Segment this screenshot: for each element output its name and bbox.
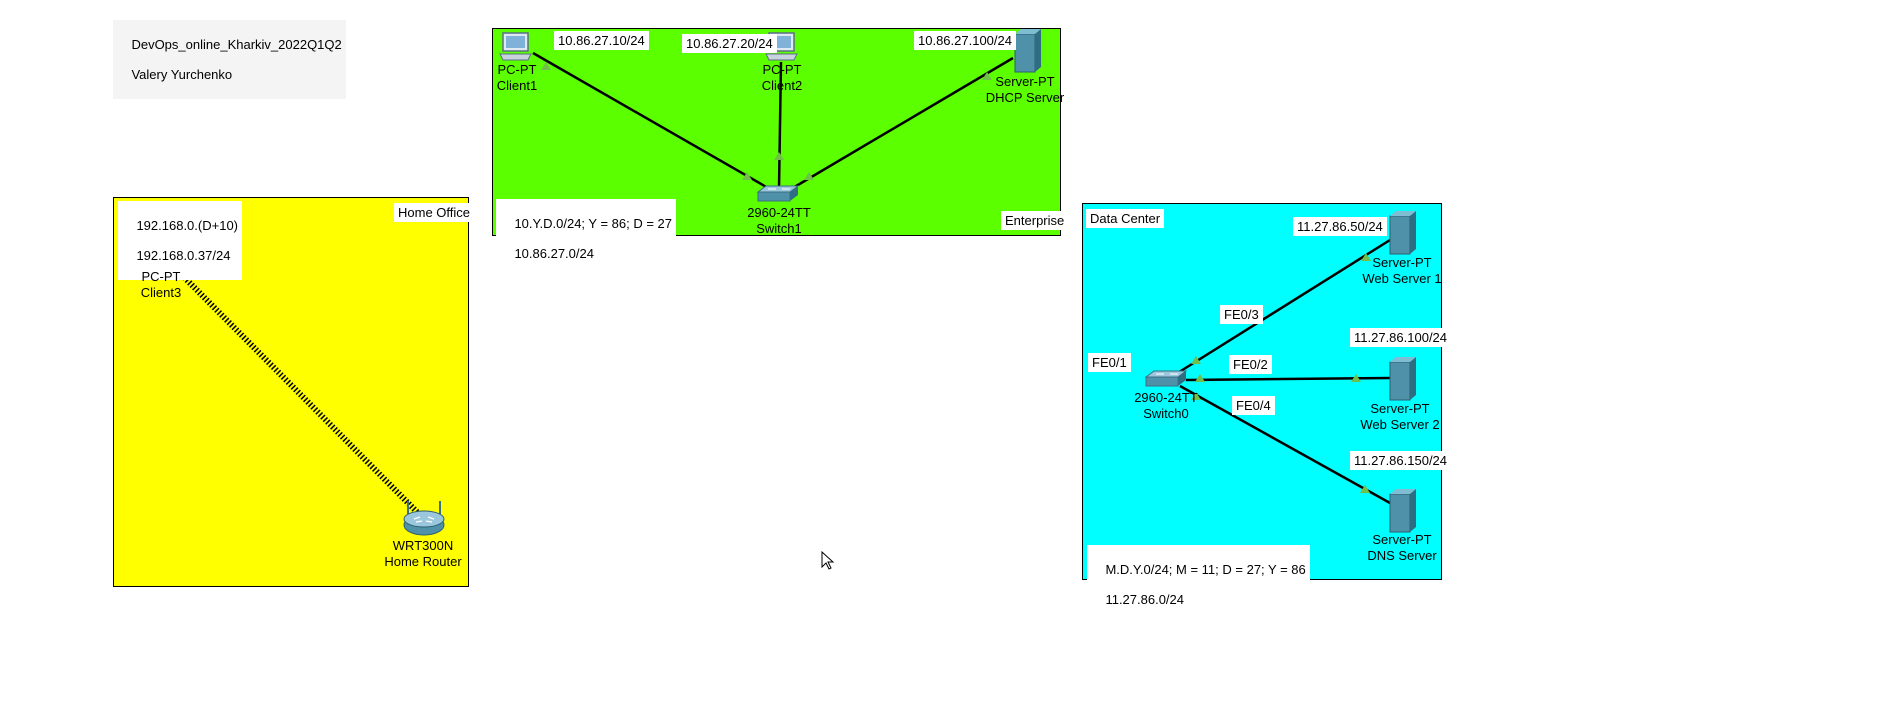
link-switch0-dns [1179, 384, 1391, 505]
web1-ip-note: 11.27.86.50/24 [1293, 217, 1387, 236]
link-light [1351, 374, 1361, 382]
dns-name-label: DNS Server [1367, 548, 1437, 563]
dns-ip-note: 11.27.86.150/24 [1350, 451, 1452, 470]
link-light [804, 172, 814, 180]
link-light [774, 152, 784, 160]
client2-ip-note: 10.86.27.20/24 [682, 34, 777, 53]
link-lights [541, 62, 1371, 493]
link-light [1360, 485, 1370, 493]
course-label: DevOps_online_Kharkiv_2022Q1Q2 [131, 37, 342, 52]
client1-name-label: Client1 [496, 78, 538, 93]
link-light [1195, 374, 1205, 382]
datacenter-zone [1082, 203, 1442, 580]
web1-name-label: Web Server 1 [1362, 271, 1442, 286]
link-client1-switch1 [532, 51, 776, 194]
link-light [982, 72, 992, 80]
client2-type-label: PC-PT [762, 62, 802, 77]
link-dhcp-switch1 [785, 56, 1014, 194]
client1-ip-note: 10.86.27.10/24 [554, 31, 649, 50]
datacenter-subnet-note: M.D.Y.0/24; M = 11; D = 27; Y = 86 11.27… [1087, 545, 1310, 624]
switch1-icon [756, 185, 800, 202]
enterprise-subnet-line1: 10.Y.D.0/24; Y = 86; D = 27 [514, 216, 673, 231]
dhcp-type-label: Server-PT [995, 74, 1055, 89]
datacenter-title: Data Center [1086, 209, 1165, 228]
mouse-cursor-icon [821, 550, 835, 570]
dns-type-label: Server-PT [1372, 532, 1432, 547]
dns-server-device[interactable]: Server-PT DNS Server [1342, 532, 1462, 564]
client2-device[interactable]: PC-PT Client2 [722, 62, 842, 94]
router-type-label: WRT300N [392, 538, 454, 553]
switch0-type-label: 2960-24TT [1134, 390, 1198, 405]
web-server-1-device[interactable]: Server-PT Web Server 1 [1342, 255, 1462, 287]
author-label: Valery Yurchenko [131, 67, 233, 82]
switch1-device[interactable]: 2960-24TT Switch1 [719, 205, 839, 237]
dhcp-server-icon [1014, 29, 1041, 73]
enterprise-subnet-note: 10.Y.D.0/24; Y = 86; D = 27 10.86.27.0/2… [496, 199, 677, 278]
client1-pc-icon [499, 32, 532, 61]
author-note: DevOps_online_Kharkiv_2022Q1Q2 Valery Yu… [113, 20, 346, 99]
web-server-1-icon [1389, 211, 1416, 255]
client3-device[interactable]: PC-PT Client3 [101, 269, 221, 301]
link-switch0-web1 [1175, 238, 1391, 376]
dhcp-name-label: DHCP Server [985, 90, 1065, 105]
enterprise-subnet-line2: 10.86.27.0/24 [514, 246, 594, 261]
link-light [1191, 356, 1201, 364]
dns-server-icon [1389, 489, 1416, 533]
port-fe03-note: FE0/3 [1220, 305, 1263, 324]
enterprise-title: Enterprise [1001, 211, 1069, 230]
switch0-name-label: Switch0 [1143, 406, 1189, 421]
home-subnet-line1: 192.168.0.(D+10) [136, 218, 238, 233]
link-light [742, 172, 752, 180]
web2-type-label: Server-PT [1370, 401, 1430, 416]
home-router-icon [403, 501, 445, 536]
web1-type-label: Server-PT [1372, 255, 1432, 270]
web2-name-label: Web Server 2 [1360, 417, 1440, 432]
home-router-device[interactable]: WRT300N Home Router [363, 538, 483, 570]
link-light [1191, 392, 1201, 400]
web2-ip-note: 11.27.86.100/24 [1350, 328, 1452, 347]
link-client2-switch1 [777, 61, 783, 189]
switch1-type-label: 2960-24TT [747, 205, 811, 220]
client1-device[interactable]: PC-PT Client1 [457, 62, 577, 94]
client3-name-label: Client3 [140, 285, 182, 300]
home-subnet-note: 192.168.0.(D+10) 192.168.0.37/24 [118, 201, 242, 280]
home-subnet-line2: 192.168.0.37/24 [136, 248, 231, 263]
link-light [541, 62, 551, 70]
web-server-2-icon [1389, 357, 1416, 401]
client1-type-label: PC-PT [497, 62, 537, 77]
router-name-label: Home Router [384, 554, 462, 569]
home-office-title: Home Office [394, 203, 475, 222]
port-fe04-note: FE0/4 [1232, 396, 1275, 415]
link-client3-router-wireless [169, 262, 423, 518]
switch1-name-label: Switch1 [756, 221, 802, 236]
datacenter-subnet-line1: M.D.Y.0/24; M = 11; D = 27; Y = 86 [1105, 562, 1306, 577]
link-light [1361, 253, 1371, 261]
dhcp-ip-note: 10.86.27.100/24 [914, 31, 1016, 50]
web-server-2-device[interactable]: Server-PT Web Server 2 [1340, 401, 1460, 433]
dhcp-server-device[interactable]: Server-PT DHCP Server [965, 74, 1085, 106]
datacenter-subnet-line2: 11.27.86.0/24 [1105, 592, 1185, 607]
switch0-icon [1144, 370, 1188, 387]
client2-name-label: Client2 [761, 78, 803, 93]
client3-type-label: PC-PT [141, 269, 181, 284]
port-fe02-note: FE0/2 [1229, 355, 1272, 374]
switch0-device[interactable]: 2960-24TT Switch0 [1106, 390, 1226, 422]
port-fe01-note: FE0/1 [1088, 353, 1131, 372]
